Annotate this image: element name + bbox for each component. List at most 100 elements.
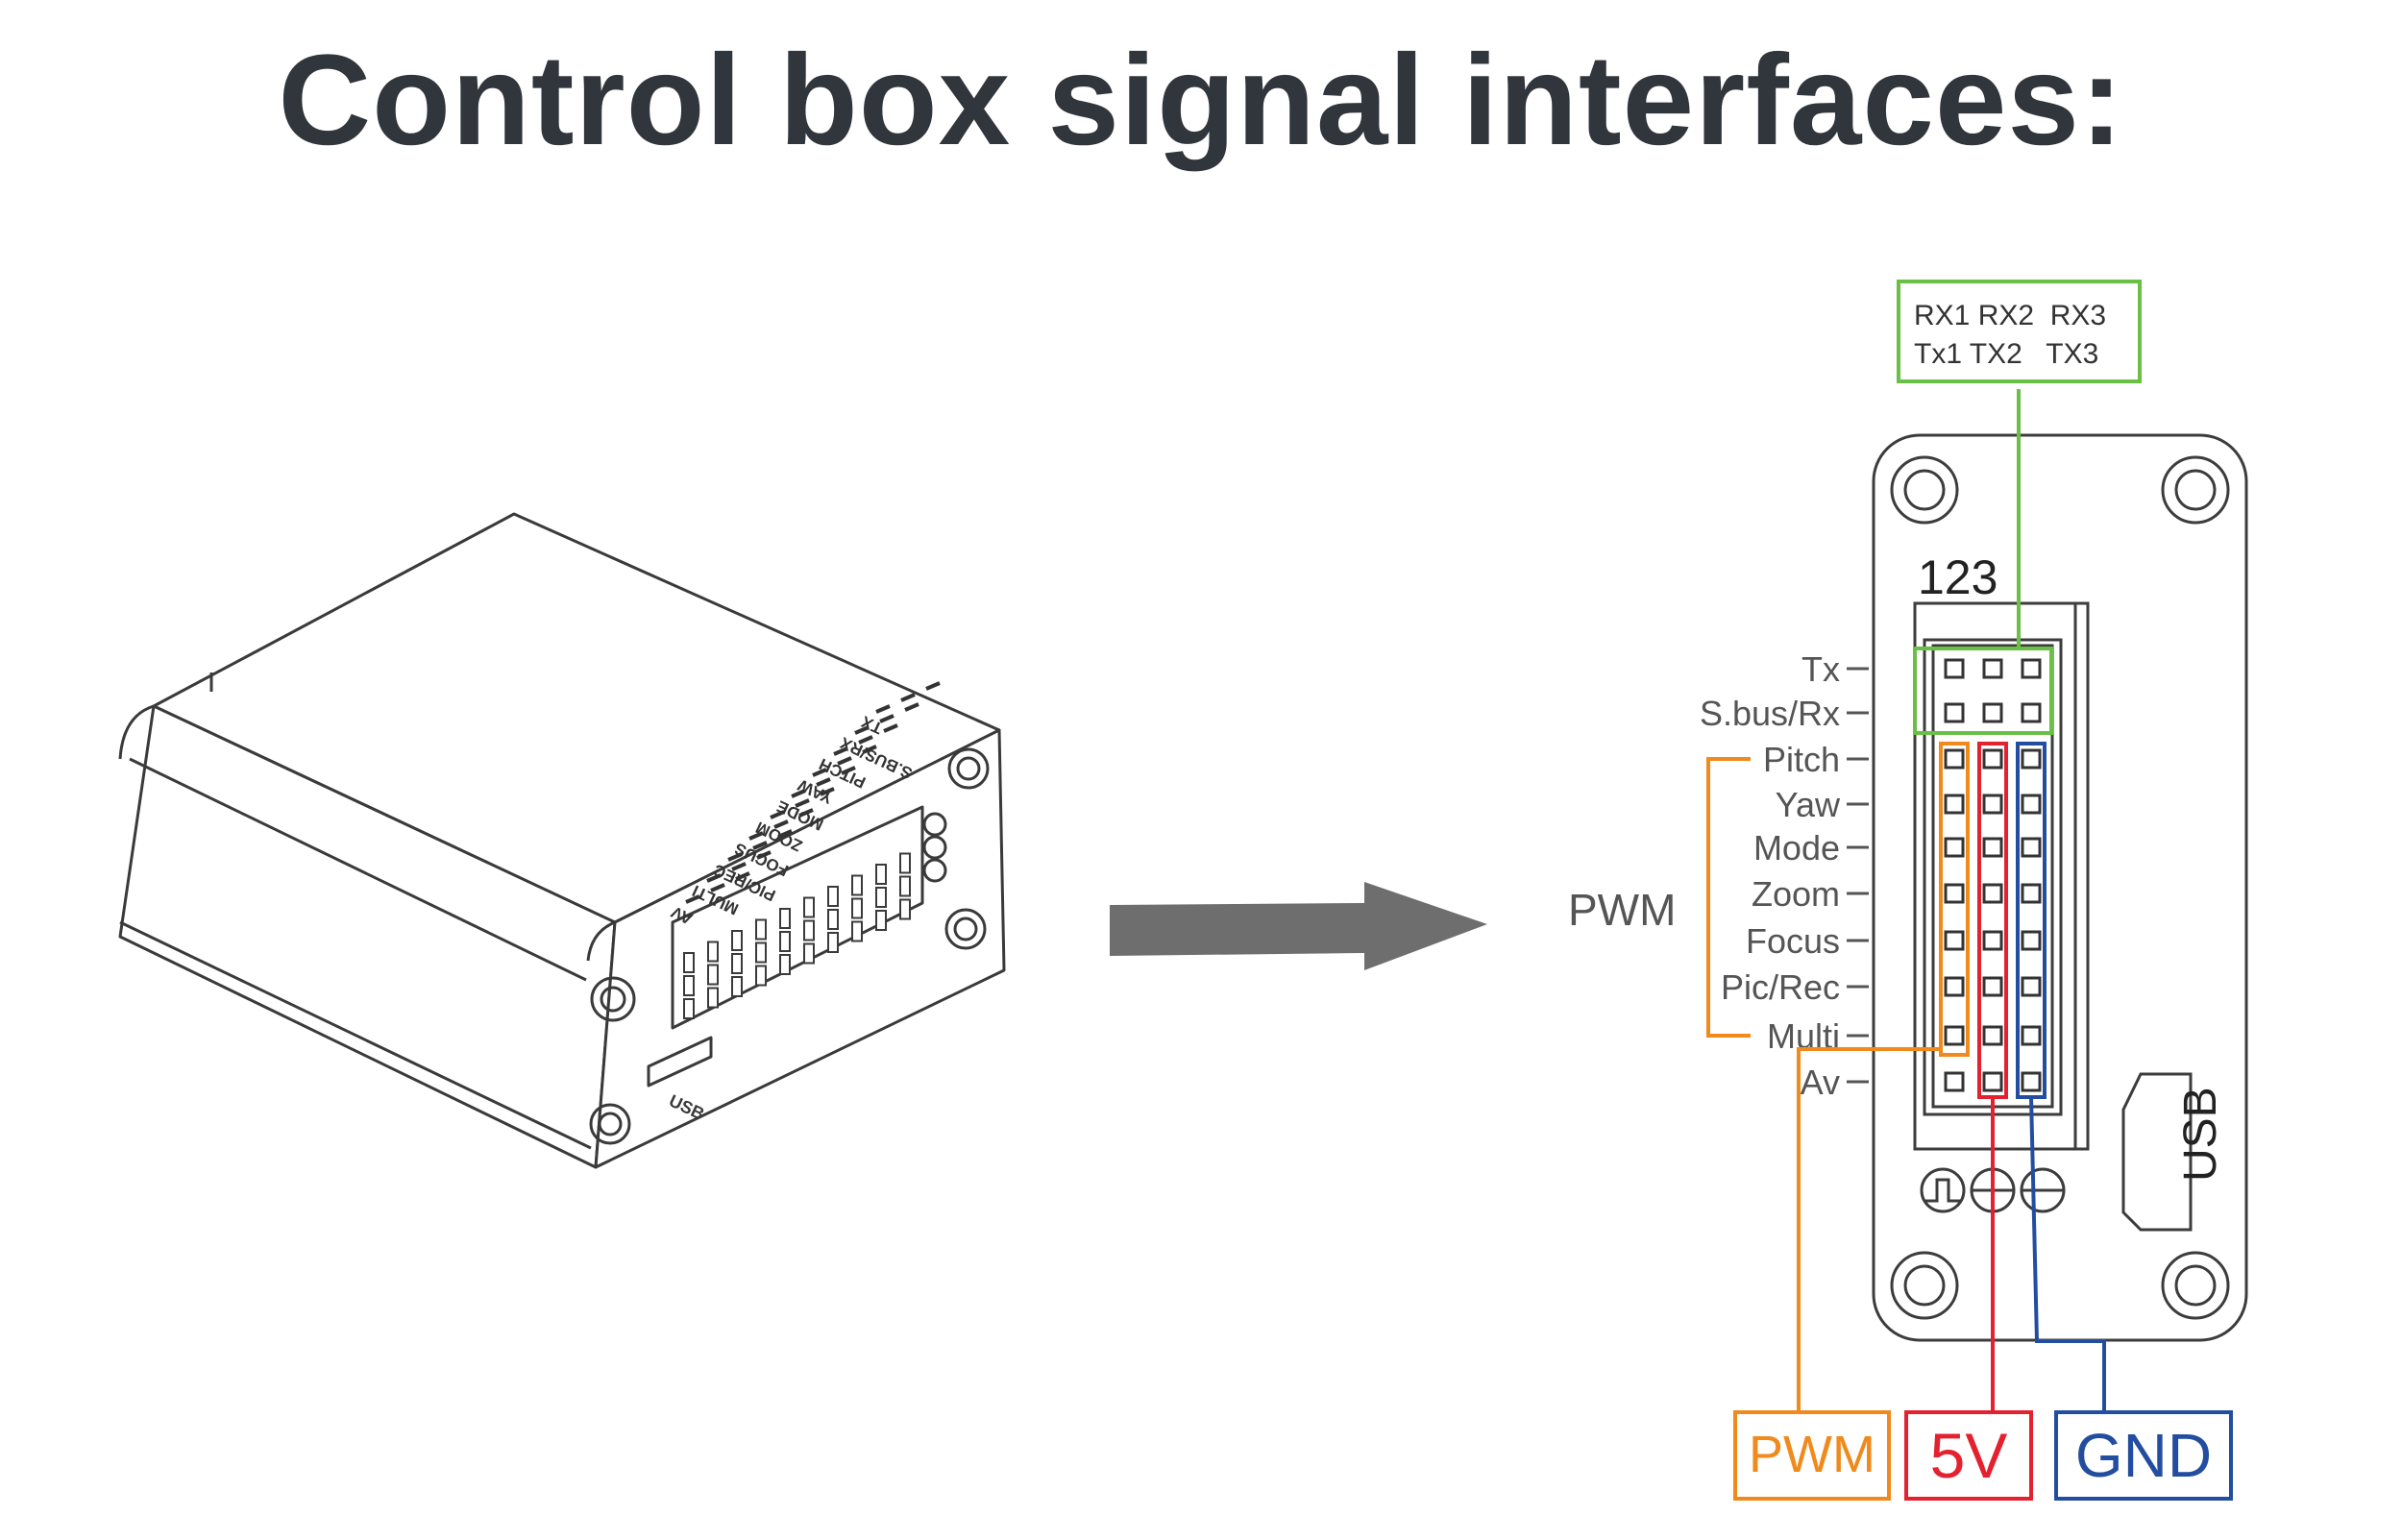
pinout-panel [1872, 433, 2248, 1342]
pin-row-label: Focus [1746, 921, 1840, 961]
pwm-group-label: PWM [1568, 885, 1676, 935]
pin-row-label: Pic/Rec [1721, 967, 1840, 1007]
pin [1944, 930, 1965, 951]
mount-hole [2161, 1251, 2230, 1320]
device-pin [731, 953, 743, 974]
device-label-tick [706, 873, 722, 883]
device-label-tick [841, 766, 856, 775]
gnd-wire [2029, 1096, 2106, 1412]
device-pin [683, 952, 695, 973]
pin-header-window [671, 805, 924, 1030]
device-pin [683, 975, 695, 996]
pin [2021, 748, 2042, 770]
device-label-tick [756, 850, 772, 860]
pin [1982, 1071, 2003, 1092]
edge-line [119, 920, 592, 1150]
pin [1944, 702, 1965, 723]
device-pin [827, 886, 839, 907]
legend-gnd-box [2054, 1410, 2233, 1501]
pin [1982, 702, 2003, 723]
pin-row-label: Av [1801, 1063, 1840, 1102]
pin [2021, 1025, 2042, 1046]
device-label-tick [710, 883, 725, 892]
device-label-tick [773, 819, 789, 829]
device-pin [779, 954, 791, 975]
box-front-face [594, 728, 1006, 1169]
legend-gnd-label: GND [2075, 1421, 2212, 1490]
device-pin [827, 932, 839, 953]
device-pin [779, 908, 791, 929]
pin [1944, 883, 1965, 904]
legend: PWM 5V GND [1733, 1410, 2233, 1501]
pin [1982, 976, 2003, 997]
device-pin [731, 976, 743, 997]
pwm-bracket [1706, 757, 1751, 1038]
pwm-symbol-icon [922, 812, 947, 837]
device-label-tick [820, 787, 835, 796]
pin-row-label: Tx [1802, 649, 1840, 689]
legend-pwm-box [1733, 1410, 1891, 1501]
mount-hole [1890, 455, 1959, 525]
device-pin [875, 910, 887, 931]
device-pin [683, 998, 695, 1019]
usb-port [2121, 1072, 2193, 1232]
device-label-tick [798, 808, 814, 818]
device-label-tick [731, 862, 747, 871]
panel-usb-label: USB [2175, 1087, 2226, 1182]
device-pin [851, 874, 863, 896]
pin-row-label: Pitch [1763, 740, 1840, 779]
pin [2021, 837, 2042, 858]
pin [2021, 976, 2042, 997]
device-pin [803, 942, 815, 965]
device-label-tick [812, 768, 827, 777]
wiring [1797, 742, 2106, 1412]
edge-line [129, 757, 587, 982]
device-pin [707, 987, 719, 1009]
device-pin [707, 941, 719, 963]
device-pin [899, 852, 911, 874]
screw-hole [600, 986, 626, 1013]
pin [1944, 1025, 1965, 1046]
device-label-tick [862, 745, 877, 754]
pin [1944, 837, 1965, 858]
pin-row-label: Zoom [1752, 874, 1840, 914]
pin [1944, 976, 1965, 997]
screw-hole [956, 756, 981, 781]
pwm-wave-icon [1924, 1178, 1961, 1203]
pin [1982, 1025, 2003, 1046]
control-box-illustration [118, 512, 1006, 1169]
legend-5v-label: 5V [1930, 1420, 2008, 1491]
device-label-tick [816, 777, 831, 787]
right-arrow-icon [1110, 882, 1487, 970]
device-pin [899, 898, 911, 920]
uart-box [1897, 280, 2142, 383]
edge-curve [118, 704, 155, 760]
pwm-column-highlight [1939, 742, 1970, 1057]
pin [2021, 794, 2042, 815]
pin [2021, 1071, 2042, 1092]
device-pin [827, 909, 839, 930]
device-label-tick [900, 693, 916, 702]
device-pin [851, 920, 863, 942]
device-pin [851, 897, 863, 919]
legend-pwm-label: PWM [1749, 1426, 1875, 1483]
pin-row-label: Yaw [1776, 785, 1841, 824]
device-label-tick [752, 841, 768, 850]
screw-hole [944, 908, 987, 950]
pin-grid [1944, 658, 2042, 1092]
mount-hole [1903, 1264, 1946, 1307]
device-pin-array [683, 852, 911, 1019]
pin [1982, 930, 2003, 951]
device-pin [755, 941, 767, 964]
device-label-tick [833, 746, 848, 756]
mount-hole [1890, 1251, 1959, 1320]
uart-callout: RX1 RX2 RX3 Tx1 TX2 TX3 [1897, 280, 2142, 735]
minus-symbol-icon [922, 858, 947, 883]
device-label-tick [727, 852, 743, 862]
pwm-signal-symbol-icon [1920, 1167, 1966, 1213]
pin-row-label: S.bus/Rx [1700, 694, 1840, 733]
pin [2021, 930, 2042, 951]
device-pin [707, 964, 719, 986]
device-label-tick [879, 714, 895, 723]
pin [2021, 702, 2042, 723]
